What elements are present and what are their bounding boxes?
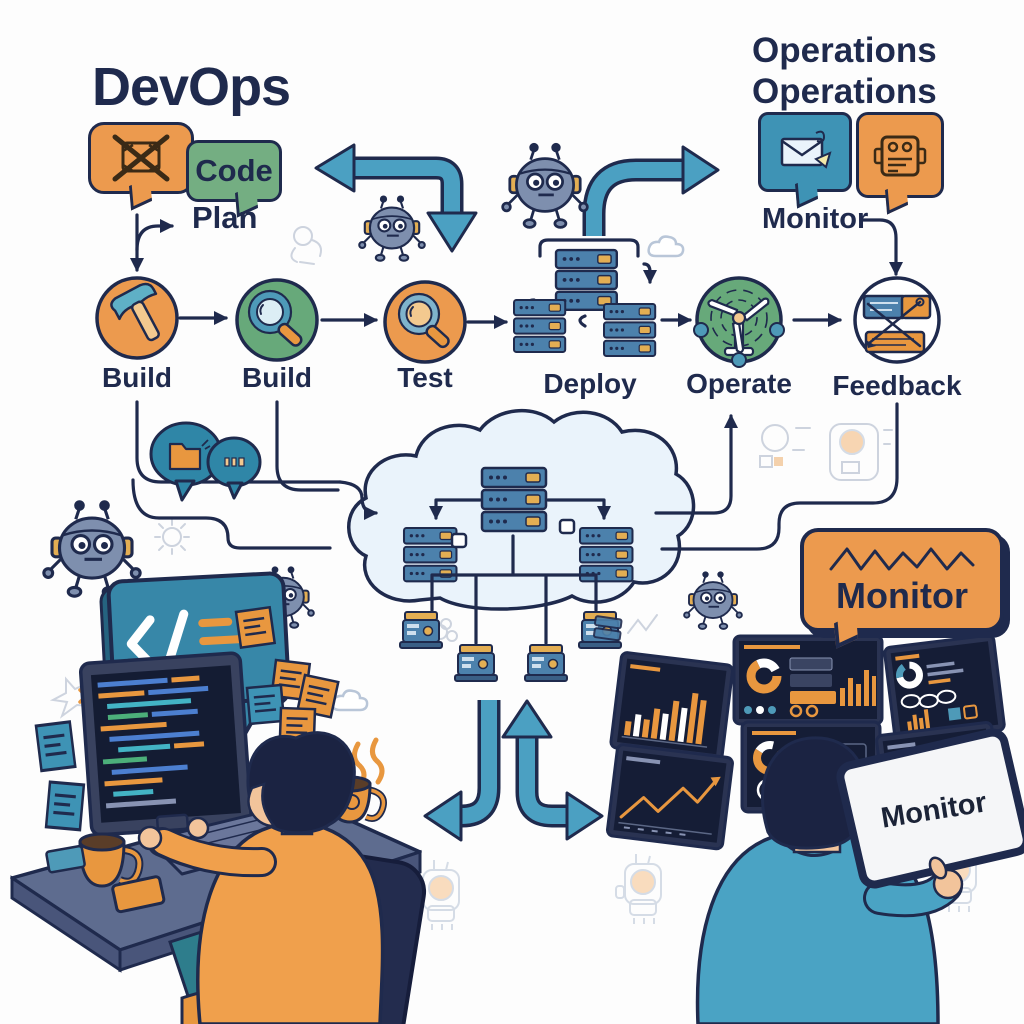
bar-chart: [840, 670, 876, 706]
bar-chart: [907, 709, 931, 732]
code-lines: [97, 675, 209, 809]
robot-mascot: [358, 195, 426, 262]
code-bubble: Code: [186, 140, 282, 218]
chain-doodle: [900, 689, 957, 709]
flow-connectors: [130, 213, 903, 551]
hand: [186, 816, 210, 840]
donut-chart: [895, 661, 923, 689]
stage-build-hammer: [95, 276, 179, 360]
cloud-doodle: [331, 689, 369, 712]
deliver-arrow-right: [501, 699, 604, 841]
cloud-doodle: [647, 235, 685, 258]
stage-label-test: Test: [397, 362, 453, 393]
donut-chart: [746, 658, 782, 694]
cycle-arrow-left: [314, 143, 478, 253]
code-bubble-label: Code: [195, 153, 273, 188]
robot-doodle: [615, 853, 662, 925]
notepad: [45, 844, 86, 874]
coffee-mug-left: [78, 832, 144, 888]
stage-label-operate: Operate: [686, 368, 792, 399]
cloud-infrastructure: [347, 408, 696, 682]
mail-bubble: [758, 112, 852, 209]
stage-feedback-notes: [853, 276, 941, 364]
operations-line1: Operations: [752, 31, 937, 70]
edge-node: [454, 644, 498, 682]
bar-chart: [623, 692, 707, 745]
edge-node: [399, 611, 443, 649]
dashboard-monitor: [605, 743, 734, 851]
plan-label: Plan: [192, 200, 258, 235]
no-plan-bubble: [88, 122, 194, 211]
devops-title: DevOps: [92, 57, 291, 117]
zigzag-pulse-icon: [829, 547, 975, 571]
folder-icon: [168, 442, 202, 471]
stage-operate-turbine: [693, 276, 785, 368]
line-chart: [619, 778, 718, 819]
robot-mascot: [501, 142, 589, 229]
dashboard-monitor: [732, 634, 884, 726]
dashboard-monitor: [609, 651, 734, 762]
chat-bubble: [149, 421, 262, 502]
robot-mascot: [683, 571, 743, 630]
stage-label-feedback: Feedback: [832, 370, 962, 401]
cycle-arrow-right: [582, 145, 720, 236]
stage-build-magnifier: [235, 278, 319, 362]
stage-label-build-2: Build: [242, 362, 312, 393]
laptop: [78, 651, 253, 837]
monitor-top-label: Monitor: [762, 203, 869, 235]
monitor-alert-bubble: Monitor: [800, 528, 1004, 649]
dashboard-monitor: [883, 633, 1006, 745]
deliver-arrow-left: [423, 700, 501, 842]
tablet: Monitor: [836, 728, 1024, 889]
stage-label-deploy: Deploy: [543, 368, 637, 399]
operations-heading: Operations Operations: [752, 30, 937, 112]
crossed-package-icon: [112, 134, 170, 182]
developer-face: [247, 782, 277, 828]
thumb: [928, 856, 948, 880]
monitoring-scene: Monitor: [593, 615, 1024, 1024]
monitor-bubble-label: Monitor: [836, 575, 968, 616]
notebook: [111, 875, 166, 914]
developer-scene: [10, 651, 427, 1024]
stage-label-build-1: Build: [102, 362, 172, 393]
mail-icon: [780, 130, 832, 169]
operations-line2: Operations: [752, 72, 937, 111]
robot-head-icon: [873, 135, 927, 177]
hand: [137, 825, 163, 851]
bot-bubble: [856, 112, 944, 215]
edge-node: [524, 644, 568, 682]
stage-test-magnifier: [383, 280, 467, 364]
stage-deploy-servers: [512, 238, 655, 358]
